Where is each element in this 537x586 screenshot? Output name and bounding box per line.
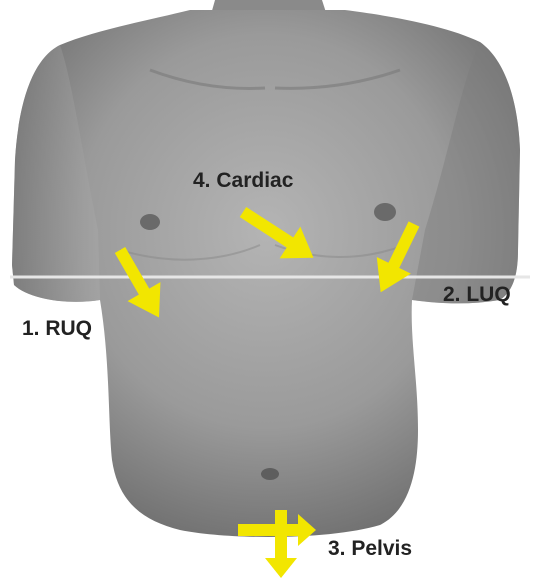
- label-pelvis: 3. Pelvis: [328, 538, 412, 559]
- navel: [261, 468, 279, 480]
- label-ruq: 1. RUQ: [22, 318, 92, 339]
- left-nipple: [140, 214, 160, 230]
- label-cardiac: 4. Cardiac: [193, 170, 293, 191]
- label-luq: 2. LUQ: [443, 284, 511, 305]
- right-nipple: [374, 203, 396, 221]
